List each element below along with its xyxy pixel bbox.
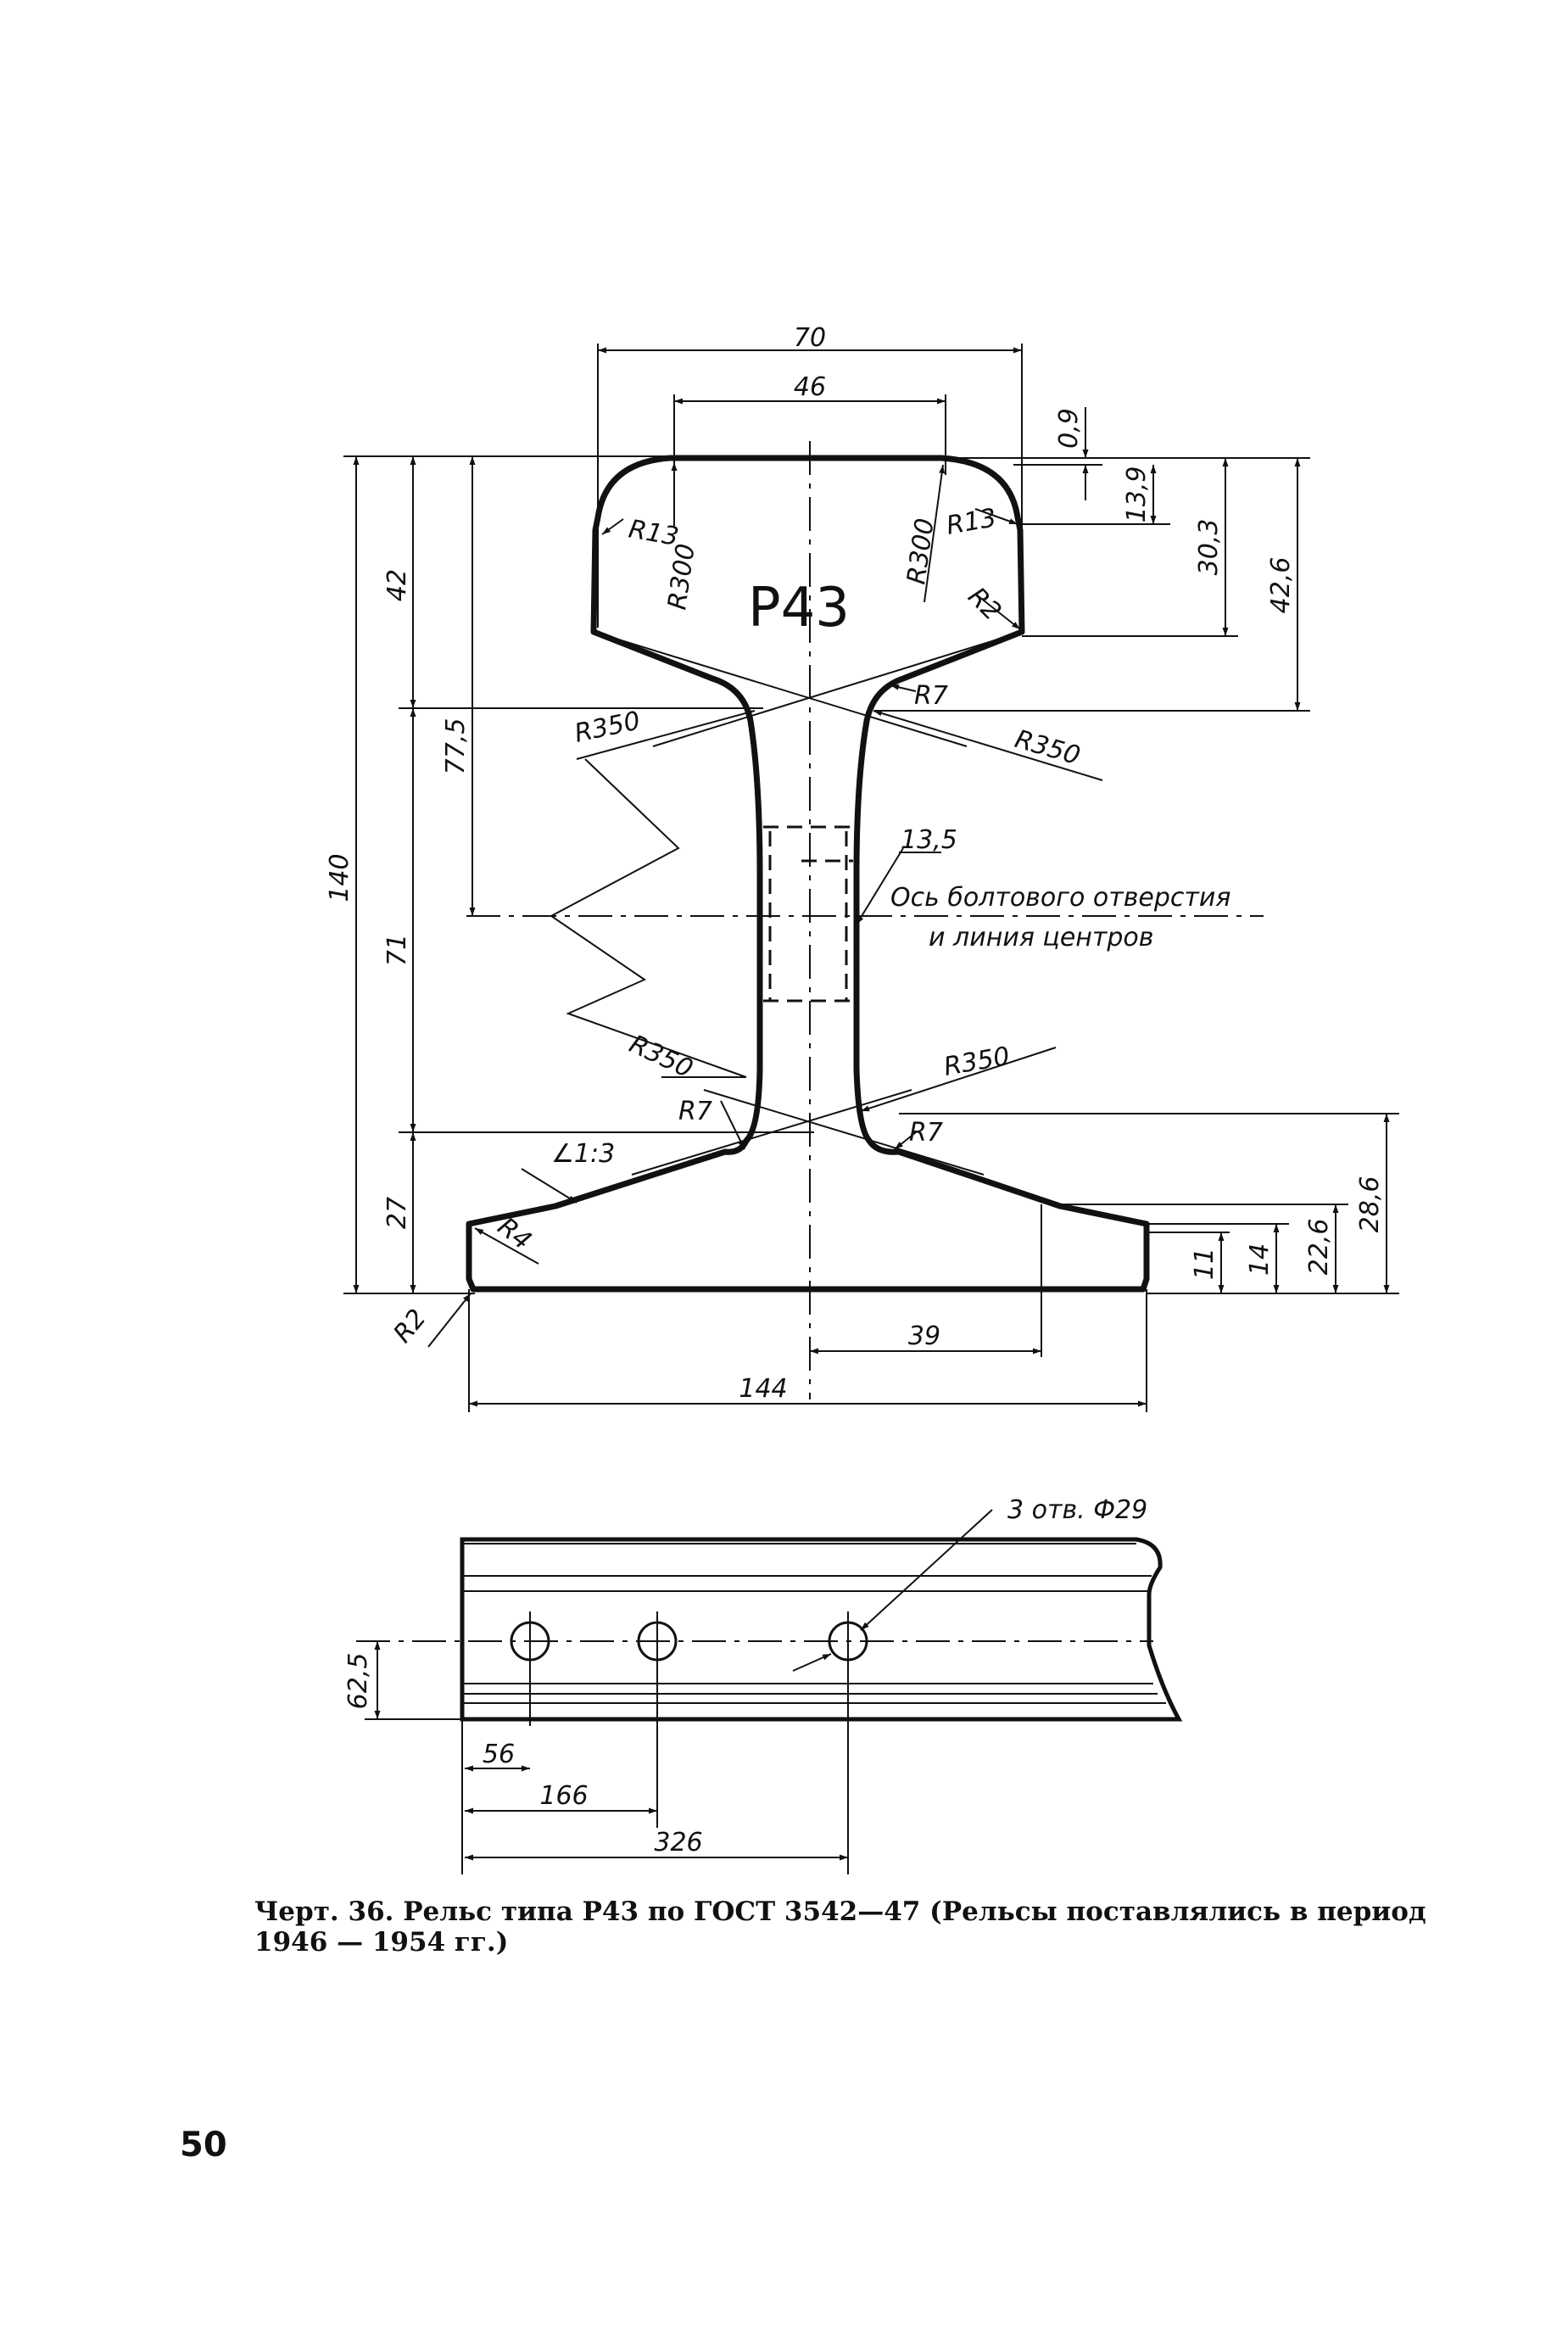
radius-r300-left: R300: [662, 542, 701, 612]
radius-r300-right: R300: [901, 517, 940, 586]
dim-27: 27: [382, 1197, 412, 1229]
dim-14: 14: [1245, 1243, 1275, 1276]
radius-r2-head: R2: [962, 582, 1007, 627]
dim-77-5: 77,5: [441, 718, 471, 775]
dim-62-5: 62,5: [343, 1653, 373, 1710]
dim-326: 326: [654, 1828, 702, 1857]
radius-r13-right: R13: [944, 503, 998, 541]
dim-width-head: 46: [794, 372, 826, 402]
page-number: 50: [180, 2125, 227, 2164]
dim-56: 56: [483, 1740, 515, 1769]
radius-r2-base: R2: [388, 1304, 432, 1349]
dim-13-9: 13,9: [1122, 466, 1152, 523]
dim-71: 71: [382, 934, 412, 966]
radius-r350-bottom-right: R350: [941, 1042, 1012, 1082]
radius-r350-bottom-left: R350: [625, 1030, 698, 1085]
slope-label: ∠1:3: [551, 1139, 615, 1169]
dim-11: 11: [1190, 1248, 1219, 1280]
side-outline: [460, 1537, 1183, 1722]
rail-outline: [466, 455, 1150, 1293]
dim-42-6: 42,6: [1266, 557, 1296, 614]
radius-r350-top-left: R350: [572, 706, 643, 748]
bolt-axis-label-line2: и линия центров: [929, 923, 1153, 952]
dim-28-6: 28,6: [1355, 1176, 1385, 1233]
dim-140: 140: [325, 853, 354, 902]
dim-22-6: 22,6: [1304, 1219, 1334, 1276]
figure-caption: Черт. 36. Рельс типа Р43 по ГОСТ 3542—47…: [254, 1896, 1426, 1958]
rail-cross-section: 70 46 0,9 13,9 30,3 42,6 140 42 77,5 71 …: [325, 323, 1399, 1412]
dim-144: 144: [739, 1374, 787, 1404]
dim-166: 166: [539, 1781, 588, 1811]
dim-30-3: 30,3: [1194, 519, 1224, 576]
dim-13-5: 13,5: [901, 825, 957, 855]
rail-side-view: 3 отв. Ф29 62,5 56 166 326: [343, 1495, 1183, 1874]
bolt-axis-label-line1: Ось болтового отверстия: [890, 883, 1230, 913]
profile-name: Р43: [748, 577, 850, 640]
radius-r7-top: R7: [914, 681, 948, 711]
holes-label: 3 отв. Ф29: [1007, 1495, 1147, 1525]
radius-r7-bottom-left: R7: [678, 1097, 712, 1126]
dim-width-top: 70: [794, 323, 826, 353]
dim-42: 42: [382, 569, 412, 601]
radius-r7-bottom-right: R7: [909, 1118, 943, 1148]
dim-39: 39: [908, 1321, 940, 1351]
dim-0-9: 0,9: [1054, 408, 1084, 449]
